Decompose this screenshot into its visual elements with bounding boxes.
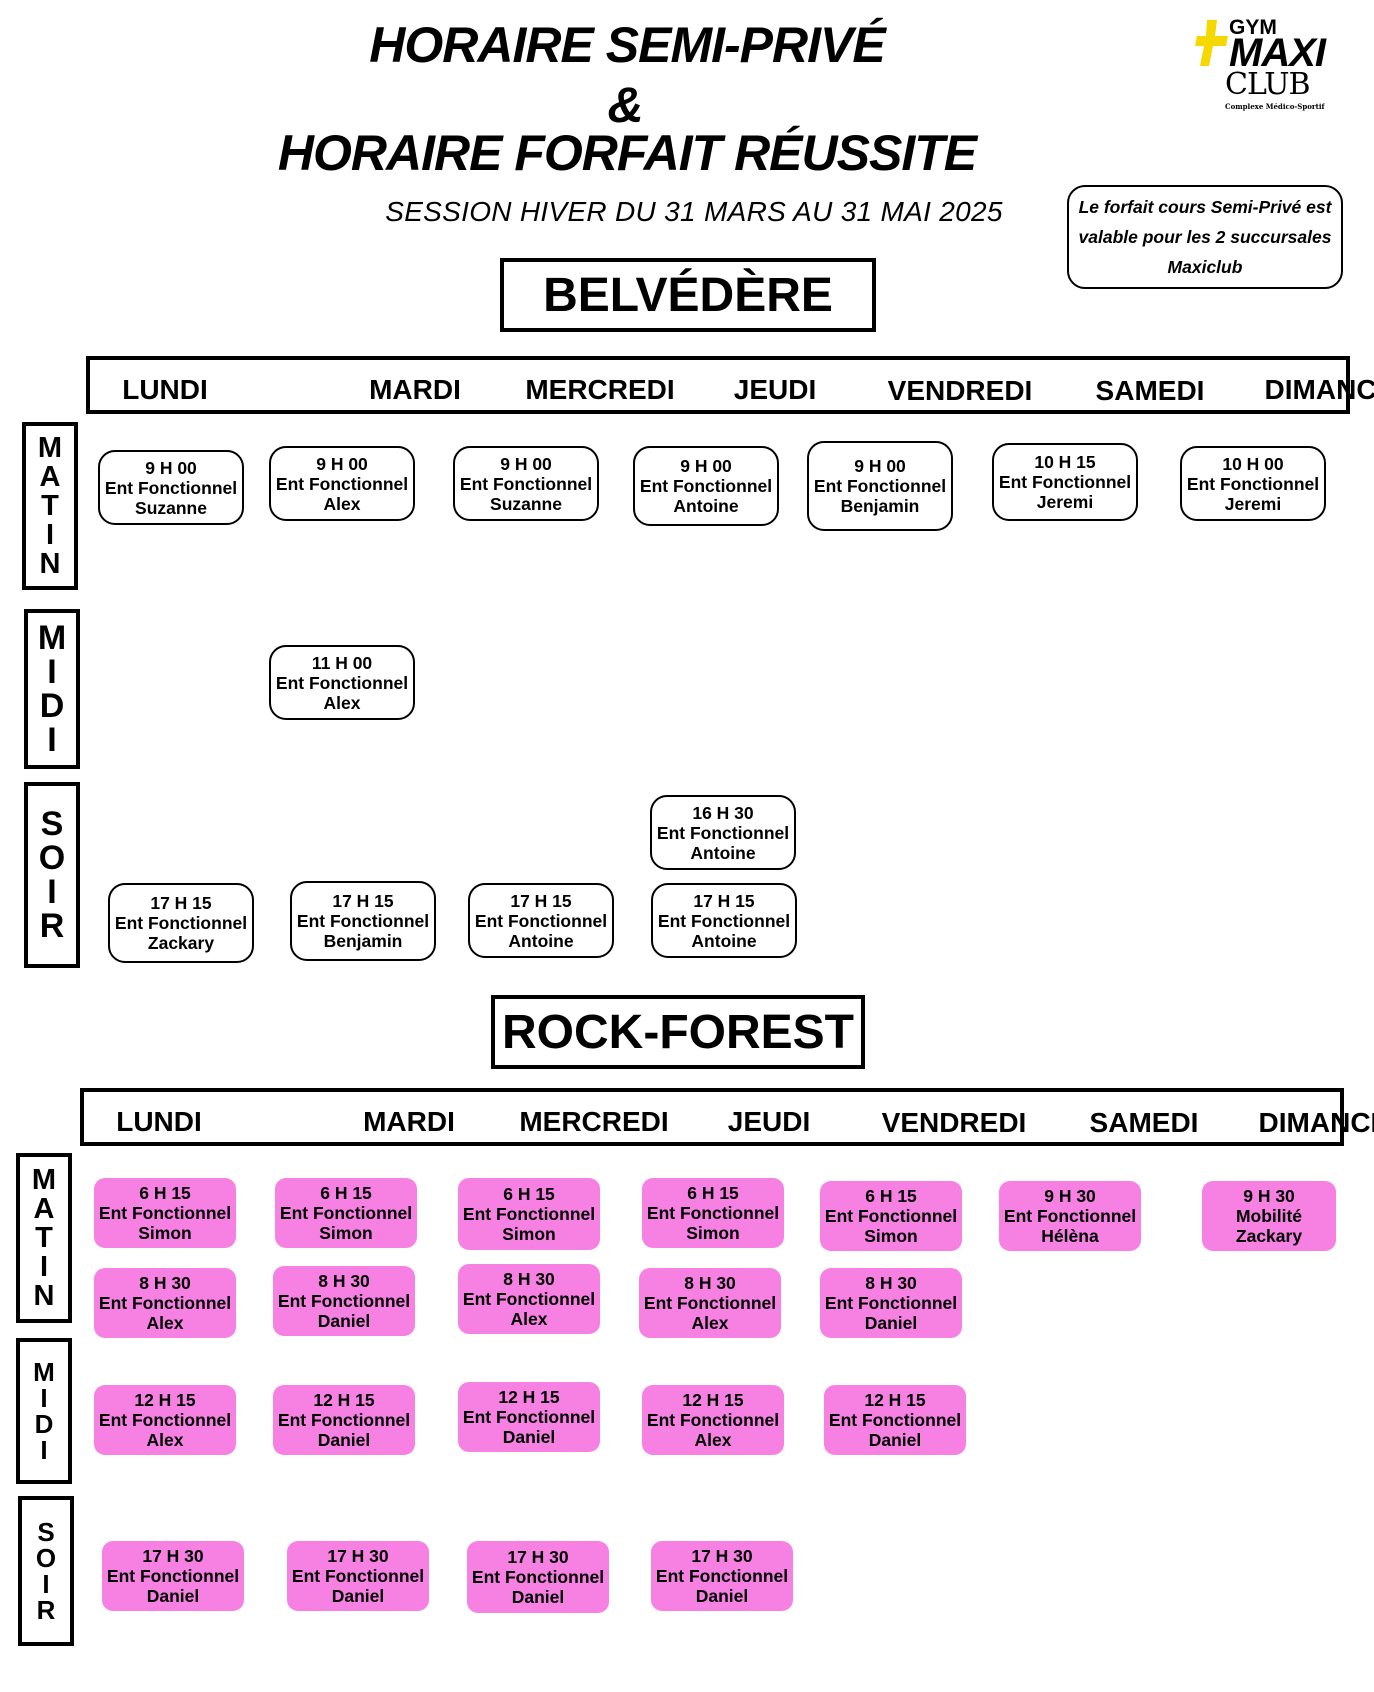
logo-tagline: Complexe Médico-Sportif xyxy=(1225,102,1325,111)
day-vendredi: VENDREDI xyxy=(881,1107,1027,1138)
day-vendredi: VENDREDI xyxy=(887,375,1033,406)
title-ampersand: & xyxy=(607,77,643,133)
day-mardi: MARDI xyxy=(363,1106,455,1137)
package-note-text: Le forfait cours Semi-Privé est valable … xyxy=(1078,197,1332,277)
day-mercredi: MERCREDI xyxy=(525,374,675,405)
plus-cross-icon xyxy=(1195,20,1228,66)
logo-gym-text: GYM xyxy=(1229,16,1277,39)
title-line-3: HORAIRE FORFAIT RÉUSSITE xyxy=(277,125,977,181)
session-dates: SESSION HIVER DU 31 MARS AU 31 MAI 2025 xyxy=(385,196,1003,227)
branch-title-belvedere: BELVÉDÈRE xyxy=(500,258,876,332)
day-lundi: LUNDI xyxy=(122,374,208,405)
day-header-row-rockforest: LUNDI MARDI MERCREDI JEUDI VENDREDI SAME… xyxy=(80,1088,1374,1146)
title-line-1: HORAIRE SEMI-PRIVÉ xyxy=(369,17,885,73)
logo-club-text: CLUB xyxy=(1225,67,1311,102)
day-dimanche: DIMANCHE xyxy=(1264,374,1374,405)
day-header-row-belvedere: LUNDI MARDI MERCREDI JEUDI VENDREDI SAME… xyxy=(86,356,1374,414)
day-samedi: SAMEDI xyxy=(1095,375,1205,406)
branch-title-rock-forest: ROCK-FOREST xyxy=(491,995,865,1069)
day-samedi: SAMEDI xyxy=(1089,1107,1199,1138)
logo-maxi-text: MAXI xyxy=(1229,31,1326,75)
day-mardi: MARDI xyxy=(369,374,461,405)
package-note: Le forfait cours Semi-Privé est valable … xyxy=(1067,185,1343,289)
day-dimanche: DIMANCHE xyxy=(1258,1107,1374,1138)
maxiclub-logo: GYM MAXI CLUB Complexe Médico-Sportif xyxy=(1195,16,1335,111)
day-lundi: LUNDI xyxy=(116,1106,202,1137)
day-jeudi: JEUDI xyxy=(733,374,817,405)
day-jeudi: JEUDI xyxy=(727,1106,811,1137)
day-mercredi: MERCREDI xyxy=(519,1106,669,1137)
